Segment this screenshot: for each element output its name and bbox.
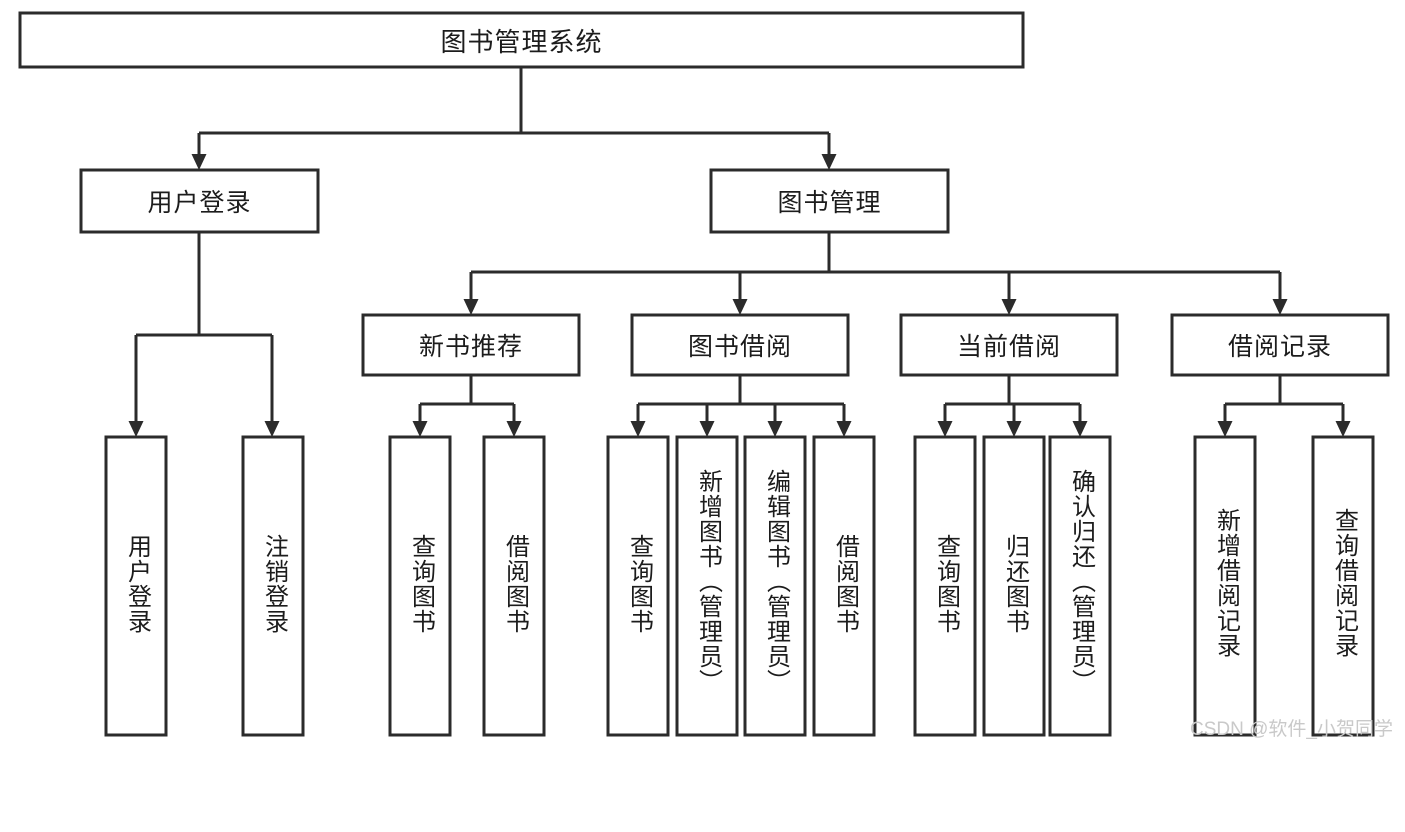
node-leaf-return-book[interactable] [982,435,1046,737]
arrow-head-icon [821,154,837,170]
node-book-borrow[interactable] [630,313,850,377]
node-box[interactable] [709,168,950,234]
diagram-canvas: 图书管理系统用户登录图书管理新书推荐图书借阅当前借阅借阅记录用户登录注销登录查询… [18,11,1393,740]
node-leaf-borrow-book-new[interactable] [482,435,546,737]
node-leaf-user-login[interactable] [104,435,168,737]
node-leaf-logout[interactable] [241,435,305,737]
arrow-head-icon [128,421,144,437]
arrow-head-icon [463,299,479,315]
arrow-head-icon [1072,421,1088,437]
node-box[interactable] [18,11,1025,69]
node-box[interactable] [1048,435,1112,737]
arrow-head-icon [191,154,207,170]
node-leaf-edit-book-admin[interactable] [743,435,807,737]
arrow-head-icon [264,421,280,437]
node-new-book-recommend[interactable] [361,313,581,377]
node-leaf-confirm-return-admin[interactable] [1048,435,1112,737]
node-leaf-query-borrow-record[interactable] [1311,435,1375,737]
node-box[interactable] [361,313,581,377]
node-box[interactable] [1170,313,1390,377]
node-box[interactable] [1311,435,1375,737]
arrow-head-icon [412,421,428,437]
node-box[interactable] [388,435,452,737]
arrow-head-icon [1006,421,1022,437]
arrow-head-icon [836,421,852,437]
node-user-login[interactable] [79,168,320,234]
node-box[interactable] [982,435,1046,737]
arrow-head-icon [937,421,953,437]
node-leaf-add-borrow-record[interactable] [1193,435,1257,737]
arrow-head-icon [699,421,715,437]
arrow-head-icon [767,421,783,437]
node-box[interactable] [606,435,670,737]
node-current-borrow[interactable] [899,313,1119,377]
arrow-head-icon [506,421,522,437]
arrow-head-icon [732,299,748,315]
arrow-head-icon [630,421,646,437]
structure-diagram [18,11,1390,737]
node-leaf-query-book-borrow[interactable] [606,435,670,737]
node-root[interactable] [18,11,1025,69]
arrow-head-icon [1272,299,1288,315]
node-box[interactable] [630,313,850,377]
node-borrow-record[interactable] [1170,313,1390,377]
node-box[interactable] [241,435,305,737]
node-box[interactable] [104,435,168,737]
node-box[interactable] [482,435,546,737]
arrow-head-icon [1217,421,1233,437]
node-book-manage[interactable] [709,168,950,234]
node-leaf-query-book-new[interactable] [388,435,452,737]
node-box[interactable] [1193,435,1257,737]
node-box[interactable] [743,435,807,737]
csdn-watermark: CSDN @软件_小贺同学 [1190,719,1393,740]
node-leaf-add-book-admin[interactable] [675,435,739,737]
node-leaf-borrow-book[interactable] [812,435,876,737]
node-box[interactable] [913,435,977,737]
node-box[interactable] [899,313,1119,377]
arrow-head-icon [1335,421,1351,437]
node-leaf-query-book-current[interactable] [913,435,977,737]
node-box[interactable] [79,168,320,234]
node-box[interactable] [675,435,739,737]
arrow-head-icon [1001,299,1017,315]
node-box[interactable] [812,435,876,737]
